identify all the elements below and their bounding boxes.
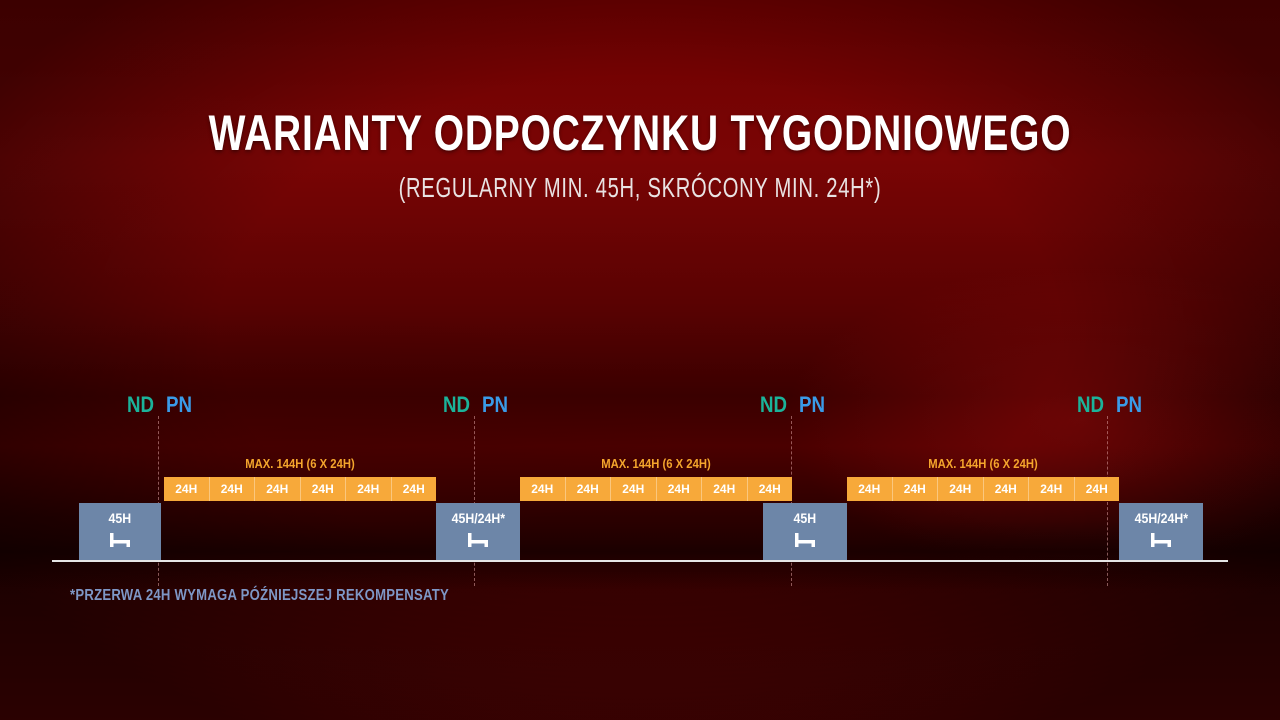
work-day-cell: 24H xyxy=(402,482,425,496)
rest-block-1: 45H xyxy=(79,503,161,560)
marker-nd-3: ND xyxy=(760,392,788,417)
week-divider-2 xyxy=(474,416,475,586)
week-divider-4 xyxy=(1107,416,1108,586)
week-divider-1 xyxy=(158,416,159,586)
rest-block-3: 45H xyxy=(763,503,847,560)
work-day-cell: 24H xyxy=(301,477,346,501)
work-period-label-2: MAX. 144H (6 X 24H) xyxy=(601,457,711,471)
work-day-cell: 24H xyxy=(611,477,657,501)
work-period-bar-3: 24H 24H 24H 24H 24H 24H xyxy=(847,477,1119,501)
rest-block-2: 45H/24H* xyxy=(436,503,520,560)
work-day-cell: 24H xyxy=(758,482,781,496)
marker-pn-4: PN xyxy=(1116,392,1142,417)
work-day-cell: 24H xyxy=(164,477,210,501)
rest-label: 45H/24H* xyxy=(451,510,505,526)
diagram-subtitle: (REGULARNY MIN. 45H, SKRÓCONY MIN. 24H*) xyxy=(398,172,882,203)
work-day-cell: 24H xyxy=(893,477,938,501)
rest-label: 45H xyxy=(108,510,132,526)
work-day-cell: 24H xyxy=(702,477,748,501)
footnote: *PRZERWA 24H WYMAGA PÓŹNIEJSZEJ REKOMPEN… xyxy=(70,587,449,604)
marker-pn-3: PN xyxy=(799,392,825,417)
rest-block-4: 45H/24H* xyxy=(1119,503,1203,560)
rest-label: 45H xyxy=(793,510,817,526)
work-period-label-3: MAX. 144H (6 X 24H) xyxy=(928,457,1038,471)
bed-icon xyxy=(1151,533,1171,547)
work-day-cell: 24H xyxy=(657,477,702,501)
marker-pn-1: PN xyxy=(166,392,192,417)
background-band xyxy=(0,520,1280,590)
work-day-cell: 24H xyxy=(346,477,392,501)
work-day-cell: 24H xyxy=(210,477,255,501)
week-divider-3 xyxy=(791,416,792,586)
marker-pn-2: PN xyxy=(482,392,508,417)
bed-icon xyxy=(795,533,815,547)
work-day-cell: 24H xyxy=(1085,482,1108,496)
marker-nd-1: ND xyxy=(127,392,155,417)
work-day-cell: 24H xyxy=(566,477,611,501)
work-day-cell: 24H xyxy=(255,477,301,501)
marker-nd-4: ND xyxy=(1077,392,1105,417)
rest-label: 45H/24H* xyxy=(1134,510,1188,526)
work-day-cell: 24H xyxy=(984,477,1029,501)
work-day-cell: 24H xyxy=(938,477,984,501)
work-period-label-1: MAX. 144H (6 X 24H) xyxy=(245,457,355,471)
bed-icon xyxy=(110,533,130,547)
work-day-cell: 24H xyxy=(1029,477,1075,501)
bed-icon xyxy=(468,533,488,547)
work-day-cell: 24H xyxy=(847,477,893,501)
diagram-title: WARIANTY ODPOCZYNKU TYGODNIOWEGO xyxy=(208,105,1072,161)
work-period-bar-2: 24H 24H 24H 24H 24H 24H xyxy=(520,477,792,501)
work-day-cell: 24H xyxy=(520,477,566,501)
marker-nd-2: ND xyxy=(443,392,471,417)
work-period-bar-1: 24H 24H 24H 24H 24H 24H xyxy=(164,477,436,501)
timeline-baseline xyxy=(52,560,1228,562)
